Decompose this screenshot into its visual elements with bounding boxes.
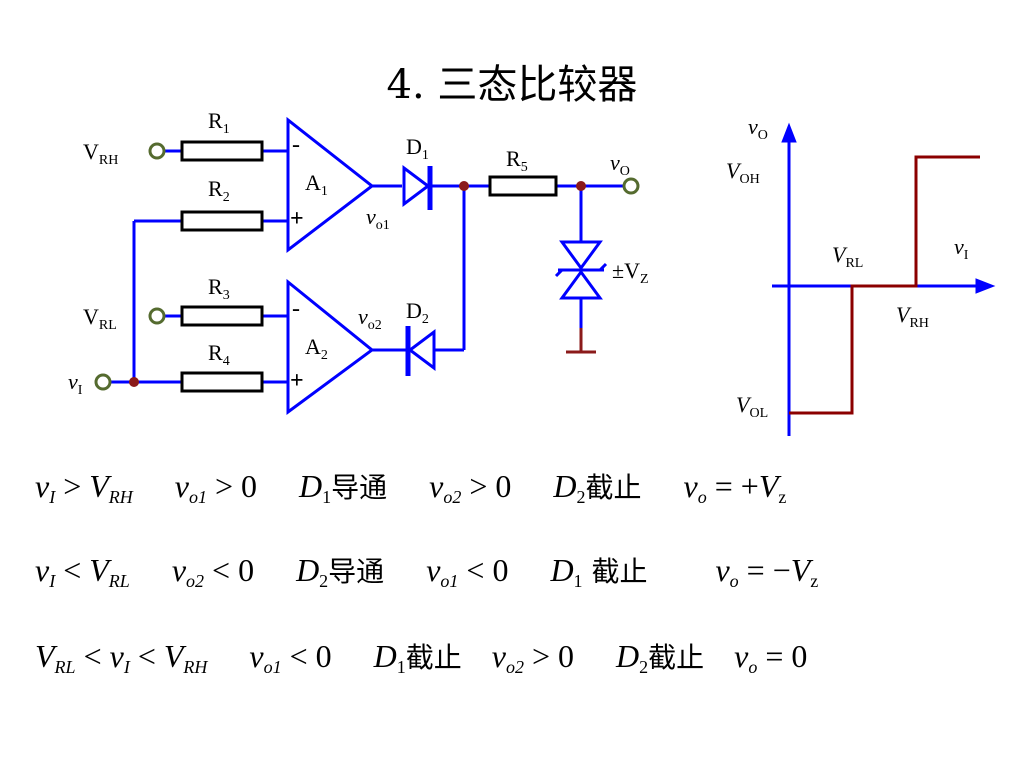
label-vi: vI bbox=[68, 369, 83, 398]
graph-voh-label: VOH bbox=[726, 158, 760, 187]
graph-axes bbox=[772, 122, 996, 436]
label-d2: D2 bbox=[406, 298, 429, 327]
label-vrl: VRL bbox=[83, 304, 117, 333]
label-r4: R4 bbox=[208, 340, 230, 369]
resistor-r2 bbox=[180, 210, 264, 232]
graph-x-axis-label: vI bbox=[954, 234, 969, 263]
label-a1: A1 bbox=[305, 170, 328, 199]
terminal-vo bbox=[622, 177, 640, 195]
label-r2: R2 bbox=[208, 176, 230, 205]
label-vrh: VRH bbox=[83, 139, 118, 168]
label-vo2: vo2 bbox=[358, 304, 382, 333]
label-vo1: vo1 bbox=[366, 204, 390, 233]
terminal-vrh bbox=[148, 142, 166, 160]
equation-row-1: vI > VRH vo1 > 0 D1导通 vo2 > 0 D2截止 vo = … bbox=[35, 468, 787, 507]
node-output bbox=[576, 181, 586, 191]
opamp-a1 bbox=[286, 116, 375, 254]
a1-minus-sign: - bbox=[292, 132, 300, 158]
node-diodes bbox=[459, 181, 469, 191]
label-r3: R3 bbox=[208, 274, 230, 303]
terminal-vrl bbox=[148, 307, 166, 325]
graph-y-axis-label: vO bbox=[748, 114, 768, 143]
opamp-a2 bbox=[286, 278, 375, 415]
terminal-vi bbox=[94, 373, 112, 391]
resistor-r5 bbox=[488, 175, 558, 197]
label-vo: vO bbox=[610, 150, 630, 179]
graph-vrl-label: VRL bbox=[832, 242, 863, 271]
diode-d2 bbox=[405, 326, 436, 376]
label-a2: A2 bbox=[305, 334, 328, 363]
graph-vol-label: VOL bbox=[736, 392, 768, 421]
resistor-r3 bbox=[180, 305, 264, 327]
zener-diodes bbox=[554, 240, 608, 300]
equation-row-3: VRL < vI < VRH vo1 < 0 D1截止 vo2 > 0 D2截止… bbox=[35, 638, 808, 677]
graph-vrh-label: VRH bbox=[896, 302, 929, 331]
transfer-curve bbox=[789, 155, 980, 415]
equation-row-2: vI < VRL vo2 < 0 D2导通 vo1 < 0 D1 截止 vo =… bbox=[35, 552, 819, 591]
label-r1: R1 bbox=[208, 108, 230, 137]
label-vz: ±VZ bbox=[612, 258, 649, 287]
resistor-r4 bbox=[180, 371, 264, 393]
a2-minus-sign: - bbox=[292, 296, 300, 322]
resistor-r1 bbox=[180, 140, 264, 162]
a2-plus-sign: + bbox=[290, 368, 304, 394]
a1-plus-sign: + bbox=[290, 206, 304, 232]
page-title: 4. 三态比较器 bbox=[386, 62, 638, 108]
label-r5: R5 bbox=[506, 146, 528, 175]
diode-d1 bbox=[402, 165, 433, 210]
label-d1: D1 bbox=[406, 134, 429, 163]
node-vi bbox=[129, 377, 139, 387]
